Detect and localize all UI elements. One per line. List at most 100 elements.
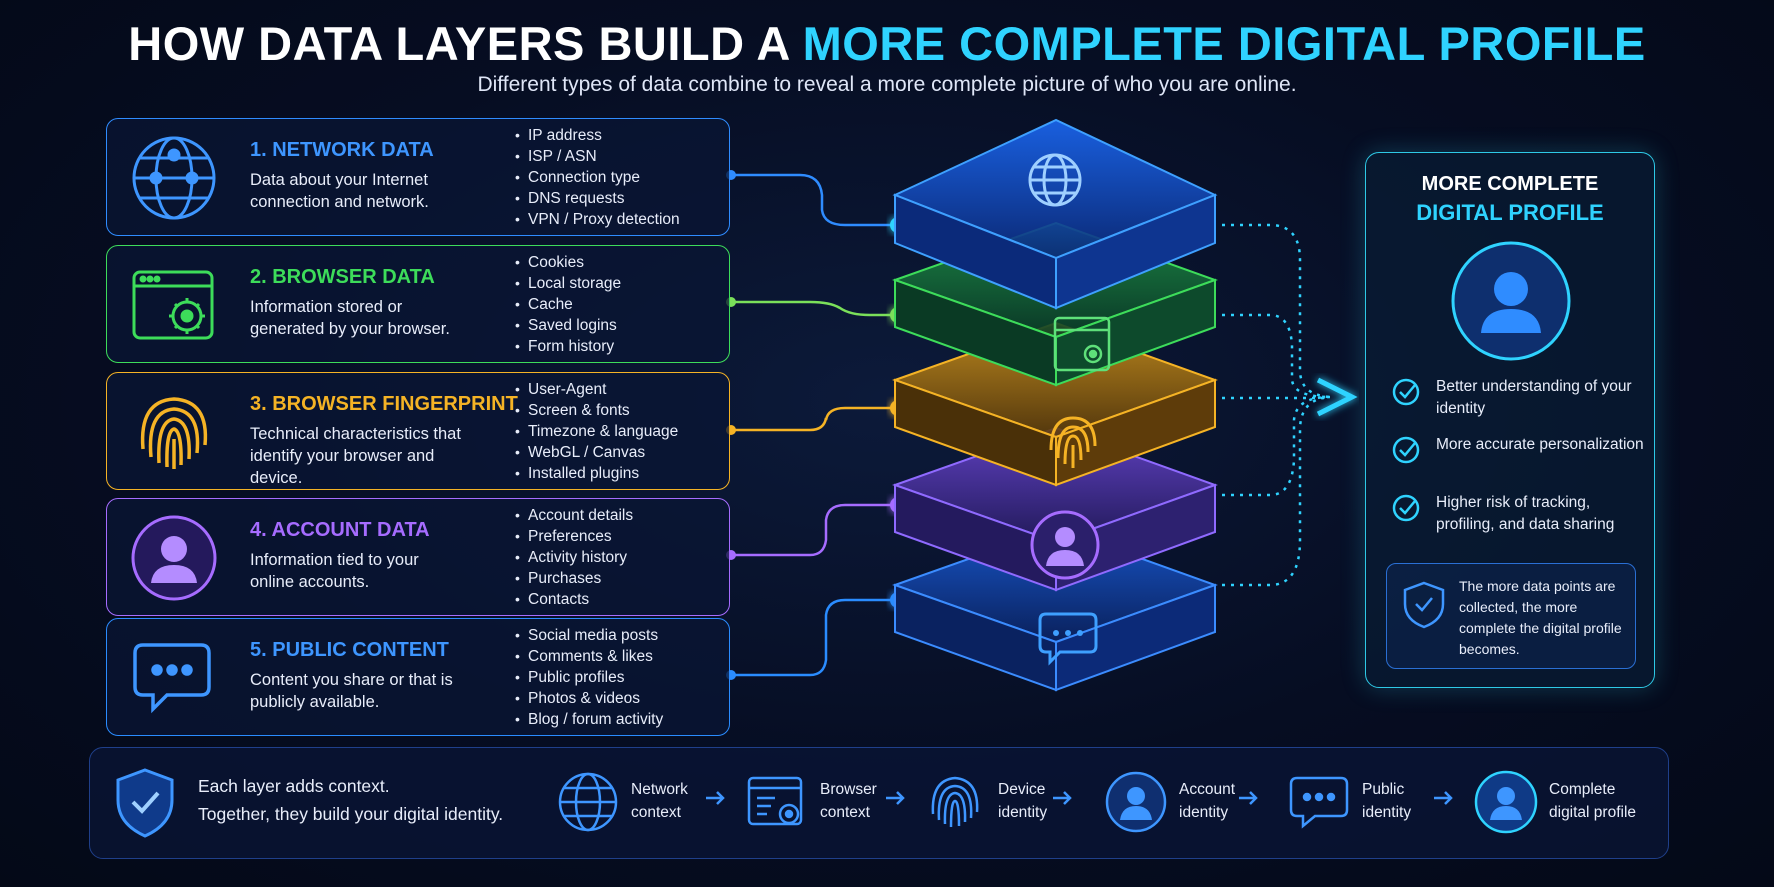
chat-bubble-icon: [1038, 612, 1098, 666]
step-label-line1: Browser: [820, 781, 877, 798]
list-item: ISP / ASN: [515, 146, 680, 167]
layer-card-browser: 2. BROWSER DATA Information stored or ge…: [106, 245, 730, 363]
layer-slab-account: [892, 426, 1218, 592]
chat-bubble-icon: [1289, 776, 1349, 829]
list-item: Form history: [515, 336, 621, 357]
list-item: DNS requests: [515, 188, 680, 209]
list-item: Saved logins: [515, 315, 621, 336]
page-title: HOW DATA LAYERS BUILD A MORE COMPLETE DI…: [0, 16, 1774, 71]
step-label: Browser context: [820, 778, 877, 824]
shield-check-icon: [116, 768, 174, 838]
check-circle-icon: [1392, 378, 1420, 406]
layer-items: User-Agent Screen & fonts Timezone & lan…: [515, 379, 678, 484]
fingerprint-icon: [1049, 416, 1097, 468]
user-icon: [1030, 510, 1100, 580]
flow-arrow-icon: [1316, 377, 1358, 417]
arrow-right-icon: [886, 791, 905, 805]
layer-title: 1. NETWORK DATA: [250, 139, 434, 161]
connector-account: [731, 503, 898, 557]
page-subtitle: Different types of data combine to revea…: [477, 73, 1297, 96]
list-item: Contacts: [515, 589, 633, 610]
user-icon: [1105, 771, 1167, 833]
browser-gear-icon: [129, 260, 219, 350]
list-item: Screen & fonts: [515, 400, 678, 421]
step-label-line1: Account: [1179, 781, 1236, 798]
list-item: Public profiles: [515, 667, 663, 688]
list-item: Preferences: [515, 526, 633, 547]
step-label-line2: identity: [1179, 804, 1229, 821]
list-item: Activity history: [515, 547, 633, 568]
title-part-2: MORE COMPLETE DIGITAL PROFILE: [802, 17, 1646, 70]
layer-description: Information tied to your online accounts…: [250, 551, 419, 591]
flow-lines: [1222, 223, 1331, 587]
fingerprint-icon: [129, 387, 219, 477]
step-label-line2: context: [631, 804, 681, 821]
list-item: Cookies: [515, 252, 621, 273]
benefit-text: Better understanding of your identity: [1436, 378, 1632, 417]
list-item: User-Agent: [515, 379, 678, 400]
layer-card-fingerprint: 3. BROWSER FINGERPRINT Technical charact…: [106, 372, 730, 490]
profile-title-line1: MORE COMPLETE: [1421, 173, 1599, 195]
arrow-right-icon: [1239, 791, 1258, 805]
summary-text: Each layer adds context. Together, they …: [198, 772, 503, 828]
layer-description: Data about your Internet connection and …: [250, 171, 429, 211]
fingerprint-icon: [931, 776, 979, 828]
list-item: VPN / Proxy detection: [515, 209, 680, 230]
layer-items: Social media posts Comments & likes Publ…: [515, 625, 663, 730]
step-label-line2: identity: [1362, 804, 1412, 821]
layer-card-public: 5. PUBLIC CONTENT Content you share or t…: [106, 618, 730, 736]
browser-gear-icon: [747, 776, 803, 826]
benefit-text: Higher risk of tracking, profiling, and …: [1436, 494, 1615, 533]
list-item: Installed plugins: [515, 463, 678, 484]
user-icon: [1449, 239, 1573, 363]
connector-dots: [726, 170, 906, 680]
layer-slab-public: [892, 526, 1218, 692]
connector-browser: [731, 300, 898, 317]
user-icon: [1474, 770, 1538, 834]
layer-slab-browser: [892, 221, 1218, 387]
step-label-line1: Network: [631, 781, 688, 798]
connector-fingerprint: [731, 406, 898, 432]
profile-note-text: The more data points are collected, the …: [1459, 578, 1622, 657]
profile-panel: MORE COMPLETE DIGITAL PROFILE Better und…: [1365, 152, 1655, 688]
list-item: Social media posts: [515, 625, 663, 646]
step-label: Public identity: [1362, 778, 1411, 824]
layer-title: 2. BROWSER DATA: [250, 266, 435, 288]
step-label-line1: Public: [1362, 781, 1405, 798]
shield-icon: [1403, 581, 1445, 629]
layer-card-network: 1. NETWORK DATA Data about your Internet…: [106, 118, 730, 236]
step-label-line2: identity: [998, 804, 1048, 821]
layer-description: Information stored or generated by your …: [250, 298, 450, 338]
globe-icon: [558, 772, 618, 832]
layer-description: Content you share or that is publicly av…: [250, 671, 453, 711]
step-label: Network context: [631, 778, 688, 824]
list-item: Connection type: [515, 167, 680, 188]
layer-title: 5. PUBLIC CONTENT: [250, 639, 449, 661]
layer-slab-fingerprint: [892, 321, 1218, 487]
check-circle-icon: [1392, 436, 1420, 464]
arrow-right-icon: [1053, 791, 1072, 805]
layer-card-account: 4. ACCOUNT DATA Information tied to your…: [106, 498, 730, 616]
list-item: Purchases: [515, 568, 633, 589]
chat-bubble-icon: [129, 633, 219, 723]
connector-public: [731, 598, 898, 677]
benefit-text: More accurate personalization: [1436, 436, 1644, 453]
connector-lines: [731, 173, 898, 677]
check-circle-icon: [1392, 494, 1420, 522]
layer-items: Cookies Local storage Cache Saved logins…: [515, 252, 621, 357]
layer-title: 4. ACCOUNT DATA: [250, 519, 430, 541]
list-item: Comments & likes: [515, 646, 663, 667]
step-label: Account identity: [1179, 778, 1235, 824]
title-part-1: HOW DATA LAYERS BUILD A: [128, 17, 803, 70]
layer-items: Account details Preferences Activity his…: [515, 505, 633, 610]
profile-title-line2: DIGITAL PROFILE: [1416, 200, 1604, 225]
step-label-line2: digital profile: [1549, 804, 1637, 821]
layer-title: 3. BROWSER FINGERPRINT: [250, 393, 518, 415]
profile-note: The more data points are collected, the …: [1386, 563, 1636, 669]
step-label-line2: context: [820, 804, 870, 821]
summary-line-1: Each layer adds context.: [198, 776, 390, 796]
list-item: Blog / forum activity: [515, 709, 663, 730]
list-item: IP address: [515, 125, 680, 146]
